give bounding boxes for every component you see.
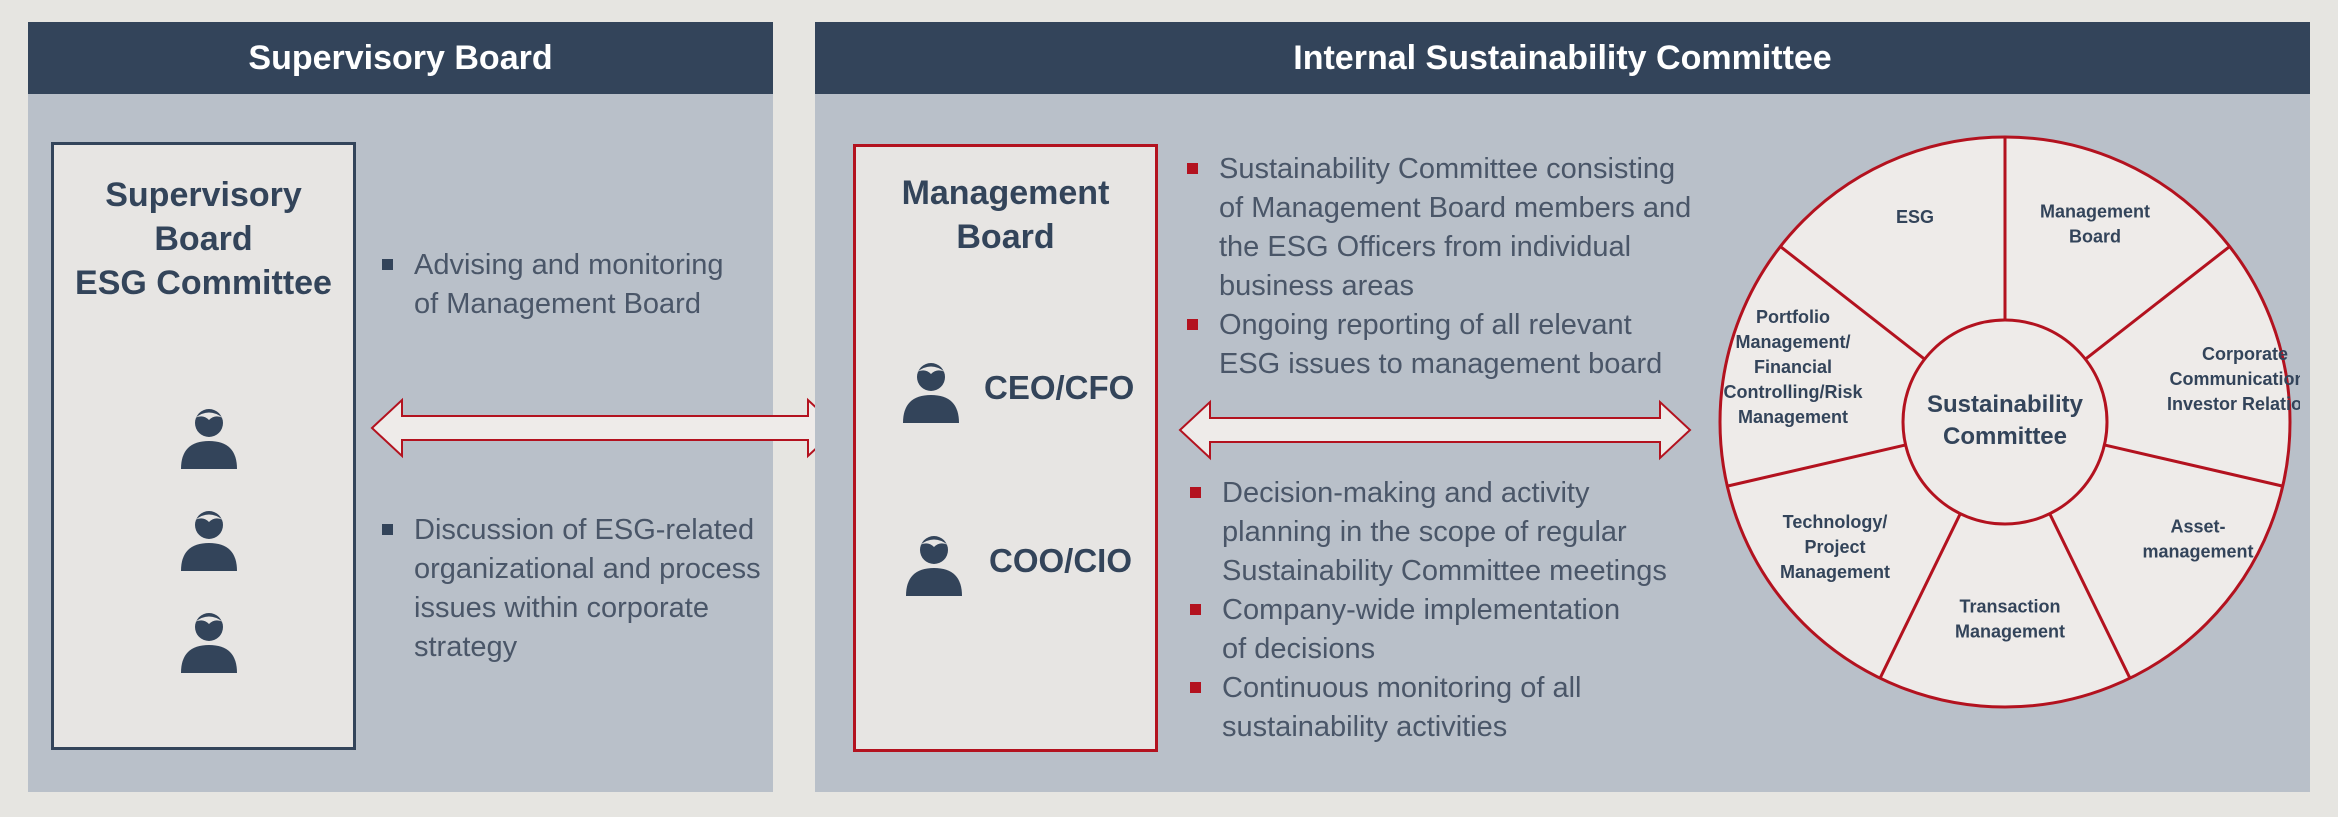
wheel-divider-line [1878, 513, 1962, 679]
supervisory-esg-committee-title: Supervisory Board ESG Committee [75, 176, 332, 302]
person-icon [181, 511, 237, 571]
bullet-advising: Advising and monitoring of Management Bo… [380, 246, 770, 324]
management-board-box: Management Board CEO/CFO COO/CIO [853, 144, 1158, 752]
double-arrow-icon [1178, 399, 1692, 461]
bullet-committee-composition: Sustainability Committee consisting of M… [1185, 150, 1705, 306]
bullet-monitoring: Continuous monitoring of all sustainabil… [1188, 669, 1708, 747]
person-icon [906, 536, 962, 596]
supervisory-bullet-list-top: Advising and monitoring of Management Bo… [380, 246, 770, 324]
wheel-segment-label: CorporateCommunications/Investor Relatio… [2167, 344, 2300, 414]
wheel-divider-line [1779, 245, 1926, 361]
wheel-divider-line [2104, 443, 2284, 488]
supervisory-board-header: Supervisory Board [28, 22, 773, 94]
committee-bullet-list-top: Sustainability Committee consisting of M… [1185, 150, 1705, 384]
wheel-center-circle [1901, 318, 2109, 526]
bullet-discussion: Discussion of ESG-related organizational… [380, 511, 770, 667]
role-ceo-cfo: CEO/CFO [984, 369, 1135, 406]
double-arrow-icon [370, 397, 840, 459]
supervisory-bullet-list-bottom: Discussion of ESG-related organizational… [380, 511, 770, 667]
person-icon [181, 409, 237, 469]
bullet-ongoing-reporting: Ongoing reporting of all relevant ESG is… [1185, 306, 1705, 384]
committee-bullet-list-bottom: Decision-making and activity planning in… [1188, 474, 1708, 747]
role-coo-cio: COO/CIO [989, 542, 1133, 579]
wheel-divider-line [1726, 443, 1906, 488]
wheel-divider-line [2084, 245, 2231, 361]
sustainability-committee-header: Internal Sustainability Committee [815, 22, 2310, 94]
person-icon [903, 363, 959, 423]
person-icon [181, 613, 237, 673]
wheel-segment-label: ESG [1896, 207, 1934, 227]
wheel-divider-line [2048, 513, 2132, 679]
bullet-decision-making: Decision-making and activity planning in… [1188, 474, 1708, 591]
bullet-implementation: Company-wide implementation of decisions [1188, 591, 1708, 669]
supervisory-board-panel: Supervisory Board Supervisory Board ESG … [28, 22, 773, 792]
management-board-title: Management Board [901, 174, 1110, 256]
wheel-segment-label: Asset-management [2142, 516, 2253, 561]
supervisory-esg-committee-box: Supervisory Board ESG Committee [51, 142, 356, 750]
